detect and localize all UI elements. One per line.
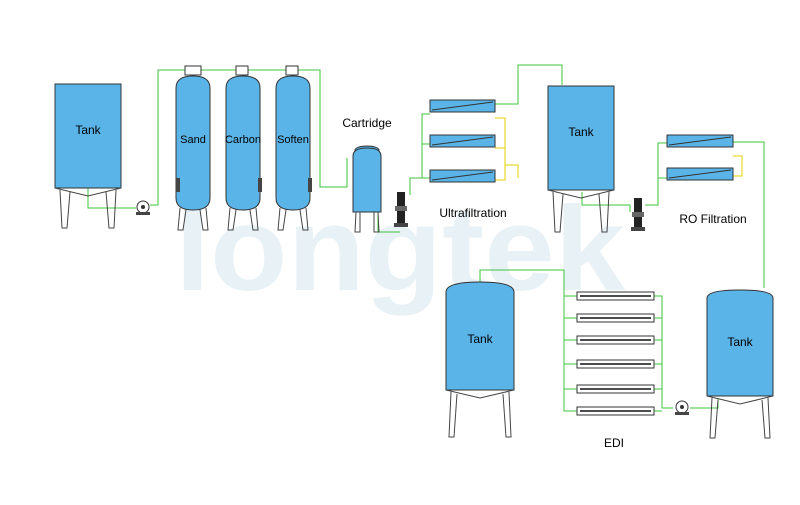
tank-raw-water: Tank <box>54 83 122 229</box>
tank-edi-label: Tank <box>467 332 493 346</box>
edi-unit: EDI <box>576 291 655 450</box>
edi-label: EDI <box>604 436 624 450</box>
cartridge-filter: Cartridge <box>342 116 392 233</box>
carbon-label: Carbon <box>225 134 261 146</box>
ro-pump-icon <box>631 198 645 231</box>
tank-edi-output: Tank <box>445 281 515 438</box>
tank-raw-label: Tank <box>75 123 101 137</box>
tank-uf-label: Tank <box>568 125 594 139</box>
edi-pump-icon <box>675 400 689 415</box>
ultrafiltration-unit: Ultrafiltration <box>429 99 507 220</box>
ro-label: RO Filtration <box>679 212 746 226</box>
feed-pump-icon <box>136 200 150 215</box>
tank-uf-output: Tank <box>547 85 615 233</box>
soften-label: Soften <box>277 134 309 146</box>
cartridge-label: Cartridge <box>342 116 392 130</box>
sand-filter: Sand <box>175 65 211 231</box>
tank-ro-label: Tank <box>727 335 753 349</box>
ultrafiltration-label: Ultrafiltration <box>439 206 506 220</box>
carbon-filter: Carbon <box>225 65 262 231</box>
tank-ro-output: Tank <box>706 289 774 439</box>
uf-pump-icon <box>394 192 408 227</box>
drain-lines <box>495 117 743 181</box>
ro-filtration-unit: RO Filtration <box>666 134 747 226</box>
sand-label: Sand <box>180 134 206 146</box>
soften-filter: Soften <box>275 65 312 231</box>
